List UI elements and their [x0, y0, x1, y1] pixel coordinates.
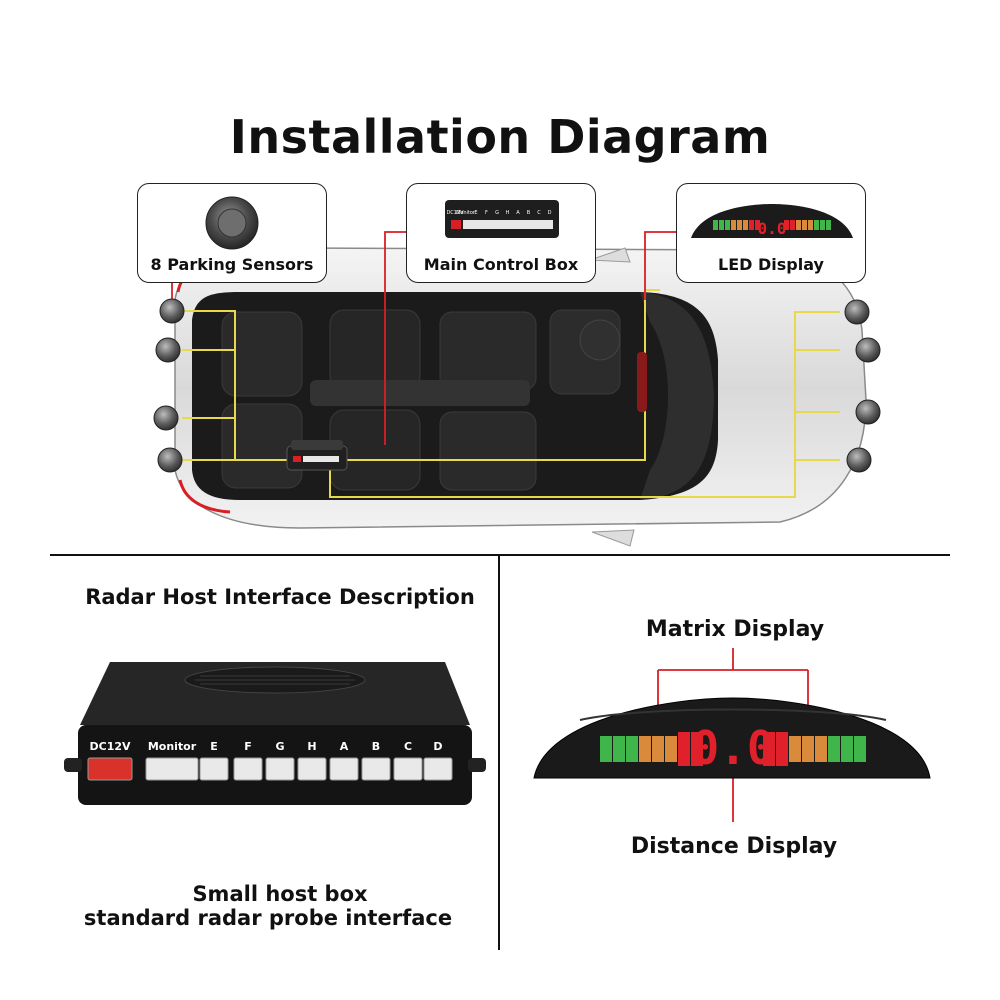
- mini-led-segment: [814, 220, 819, 230]
- port-connector-b: [361, 757, 391, 781]
- port-label-f: F: [244, 740, 252, 753]
- sensor-front-2: [855, 337, 881, 363]
- port-label-g: G: [275, 740, 284, 753]
- mini-port-label: D: [548, 210, 552, 216]
- sensor-rear-3: [153, 405, 179, 431]
- mini-led-segment: [743, 220, 748, 230]
- led-segment-right: [828, 736, 840, 762]
- led-segment-left: [678, 732, 690, 766]
- mini-port-label: Monitor: [456, 210, 476, 216]
- host-panel-heading: Radar Host Interface Description: [85, 585, 475, 609]
- port-connector-c: [393, 757, 423, 781]
- mini-port-label: B: [527, 210, 531, 216]
- port-connector-monitor: [145, 757, 199, 781]
- control-box-installed: [286, 440, 348, 471]
- led-segment-left: [626, 736, 638, 762]
- led-segment-right: [815, 736, 827, 762]
- mini-port-label: H: [506, 210, 510, 216]
- mini-led-segment: [737, 220, 742, 230]
- port-label-d: D: [433, 740, 442, 753]
- matrix-display-label: Matrix Display: [645, 617, 825, 642]
- host-caption-line2: standard radar probe interface: [83, 906, 453, 930]
- callout-parking-sensors: 8 Parking Sensors: [137, 183, 327, 283]
- port-label-h: H: [307, 740, 316, 753]
- mini-led-segment: [713, 220, 718, 230]
- mini-led-segment: [725, 220, 730, 230]
- sensor-rear-1: [159, 298, 185, 324]
- distance-readout: 0.0: [691, 721, 774, 775]
- vertical-divider: [498, 556, 500, 950]
- callout-led-display: 0.0 LED Display: [676, 183, 866, 283]
- led-display-installed: [637, 352, 647, 412]
- mini-led-segment: [731, 220, 736, 230]
- mini-led-segment: [755, 220, 760, 230]
- callout-label: 8 Parking Sensors: [150, 255, 314, 274]
- car-installation-diagram: [153, 231, 881, 547]
- mini-led-segment: [749, 220, 754, 230]
- sensor-rear-2: [155, 337, 181, 363]
- host-caption-line1: Small host box: [192, 882, 368, 906]
- led-segment-left: [652, 736, 664, 762]
- port-connector-e: [199, 757, 229, 781]
- port-connector-dc12v: [87, 757, 133, 781]
- mini-port-label: C: [537, 210, 541, 216]
- led-segment-right: [854, 736, 866, 762]
- port-label-monitor: Monitor: [148, 740, 197, 753]
- callout-leader-lines: [171, 231, 676, 445]
- led-segment-left: [639, 736, 651, 762]
- port-connector-h: [297, 757, 327, 781]
- radar-host-box: DC12V Monitor E F G H A B C D: [64, 662, 486, 805]
- port-label-e: E: [210, 740, 218, 753]
- distance-display-label: Distance Display: [630, 834, 838, 859]
- led-segment-right: [763, 732, 775, 766]
- mini-led-readout: 0.0: [758, 219, 787, 238]
- car-top-view: [174, 247, 867, 547]
- port-label-a: A: [340, 740, 349, 753]
- sensor-front-4: [846, 447, 872, 473]
- mini-led-segment: [719, 220, 724, 230]
- parking-sensors: [153, 298, 881, 473]
- horizontal-divider: [50, 554, 950, 556]
- port-label-dc12v: DC12V: [89, 740, 131, 753]
- mini-led-segment: [802, 220, 807, 230]
- callout-label: LED Display: [718, 255, 824, 274]
- port-label-b: B: [372, 740, 380, 753]
- mini-port-label: A: [516, 210, 520, 216]
- led-segment-right: [776, 732, 788, 766]
- led-display-unit: 0.0: [533, 648, 931, 822]
- parking-sensor-icon: [205, 196, 259, 250]
- led-segment-right: [802, 736, 814, 762]
- page-title: Installation Diagram: [229, 110, 771, 164]
- mini-led-segment: [784, 220, 789, 230]
- led-segment-left: [691, 732, 703, 766]
- led-display-icon: 0.0: [691, 204, 853, 238]
- port-connector-f: [233, 757, 263, 781]
- mini-led-segment: [808, 220, 813, 230]
- sensor-front-3: [855, 399, 881, 425]
- led-segment-left: [665, 736, 677, 762]
- port-label-c: C: [404, 740, 412, 753]
- sensor-rear-4: [157, 447, 183, 473]
- mini-led-segment: [826, 220, 831, 230]
- mini-port-label: DC12V: [446, 210, 464, 216]
- port-connector-d: [423, 757, 453, 781]
- led-segment-left: [600, 736, 612, 762]
- mini-port-label: E: [474, 210, 477, 216]
- led-segment-right: [841, 736, 853, 762]
- mini-port-label: F: [485, 210, 488, 216]
- mini-led-segment: [820, 220, 825, 230]
- mini-port-label: G: [495, 210, 499, 216]
- port-connector-g: [265, 757, 295, 781]
- sensor-front-1: [844, 299, 870, 325]
- port-connector-a: [329, 757, 359, 781]
- led-segment-left: [613, 736, 625, 762]
- mini-led-segment: [796, 220, 801, 230]
- callout-label: Main Control Box: [423, 255, 579, 274]
- led-segment-right: [789, 736, 801, 762]
- mini-led-segment: [790, 220, 795, 230]
